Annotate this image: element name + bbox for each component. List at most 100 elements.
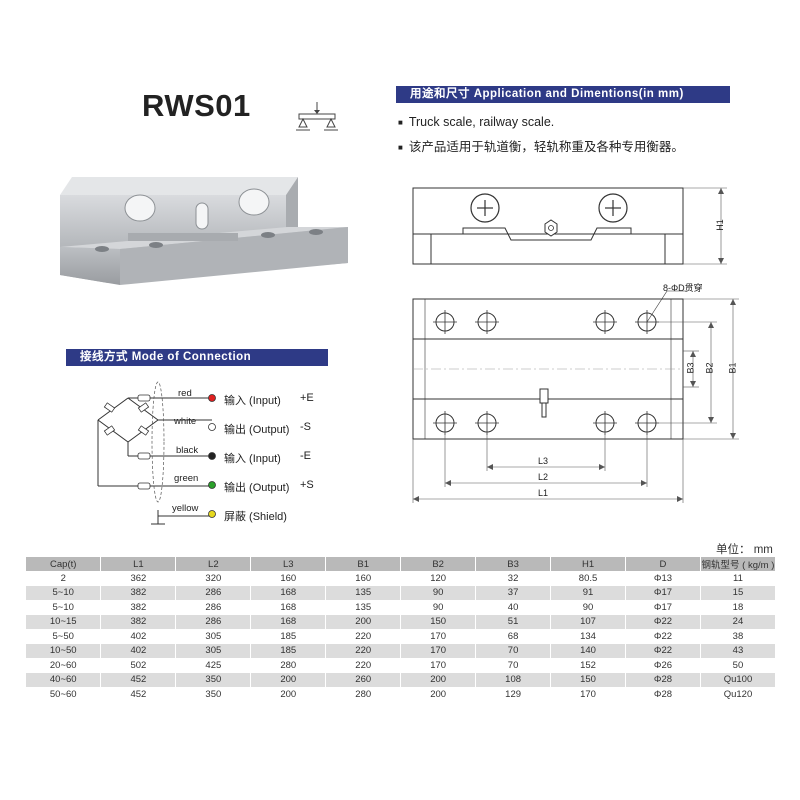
- connection-label-4: 输出 (Output): [224, 482, 290, 494]
- table-cell: 5~10: [26, 600, 102, 615]
- table-cell: 305: [175, 643, 252, 658]
- hole-note-label: 8-ΦD贯穿: [663, 283, 703, 293]
- table-cell: 38: [700, 629, 777, 644]
- table-cell: 134: [550, 629, 626, 644]
- table-cell: 170: [400, 643, 477, 658]
- table-cell: 220: [325, 629, 402, 644]
- table-cell: 5~50: [26, 629, 102, 644]
- table-cell: 200: [250, 672, 327, 687]
- table-cell: 185: [250, 629, 327, 644]
- header-rail: 钢轨型号 ( kg/m ): [700, 557, 777, 571]
- table-cell: Qu100: [700, 672, 777, 687]
- table-cell: Φ28: [625, 687, 701, 702]
- table-cell: 425: [175, 658, 252, 673]
- table-cell: 286: [175, 614, 252, 629]
- header-l3: L3: [250, 557, 327, 571]
- table-cell: 15: [700, 585, 777, 600]
- table-cell: 43: [700, 643, 777, 658]
- table-cell: 10~15: [26, 614, 102, 629]
- table-cell: 107: [550, 614, 626, 629]
- table-cell: 120: [400, 571, 477, 586]
- wiring-diagram: [97, 381, 212, 525]
- table-cell: 37: [475, 585, 552, 600]
- table-cell: 260: [325, 672, 402, 687]
- connection-banner: 接线方式 Mode of Connection: [66, 349, 328, 366]
- b1-label: B1: [727, 362, 738, 374]
- terminal-black-dot: [208, 452, 216, 460]
- table-cell: 150: [550, 672, 626, 687]
- table-cell: 90: [550, 600, 626, 615]
- terminal-dots: [208, 394, 216, 518]
- application-bullet-1: Truck scale, railway scale.: [398, 115, 554, 129]
- terminal-red-dot: [208, 394, 216, 402]
- table-cell: 40: [475, 600, 552, 615]
- table-cell: 168: [250, 614, 327, 629]
- application-banner: 用途和尺寸 Application and Dimentions(in mm): [396, 86, 730, 103]
- table-cell: 350: [175, 672, 252, 687]
- l1-label: L1: [538, 488, 549, 498]
- connection-label-2: 输出 (Output): [224, 424, 290, 436]
- table-cell: 502: [100, 658, 177, 673]
- table-cell: 286: [175, 600, 252, 615]
- model-title: RWS01: [142, 88, 251, 123]
- connection-sign-1: +E: [300, 392, 314, 404]
- l3-label: L3: [538, 456, 549, 466]
- wire-color-yellow: yellow: [172, 503, 199, 514]
- b2-label: B2: [704, 362, 715, 374]
- table-cell: 2: [26, 571, 102, 586]
- table-cell: 185: [250, 643, 327, 658]
- terminal-white-dot: [208, 423, 216, 431]
- spec-table: Cap(t) L1 L2 L3 B1 B2 B3 H1 D 钢轨型号 ( kg/…: [26, 557, 777, 702]
- table-cell: 305: [175, 629, 252, 644]
- table-cell: 160: [325, 571, 402, 586]
- table-cell: 18: [700, 600, 777, 615]
- table-cell: Φ26: [625, 658, 701, 673]
- table-cell: 135: [325, 600, 402, 615]
- table-cell: 108: [475, 672, 552, 687]
- table-cell: 90: [400, 585, 477, 600]
- header-cap: Cap(t): [26, 557, 102, 571]
- l2-label: L2: [538, 472, 549, 482]
- table-cell: 40~60: [26, 672, 102, 687]
- table-cell: 170: [550, 687, 626, 702]
- table-cell: Φ22: [625, 614, 701, 629]
- table-cell: 68: [475, 629, 552, 644]
- connection-label-1: 输入 (Input): [224, 395, 281, 407]
- connection-label-5: 屏蔽 (Shield): [224, 511, 287, 523]
- table-cell: 11: [700, 571, 777, 586]
- table-cell: 10~50: [26, 643, 102, 658]
- wire-color-white: white: [174, 416, 197, 427]
- table-cell: 170: [400, 658, 477, 673]
- header-b3: B3: [475, 557, 552, 571]
- top-view-drawing: [412, 290, 739, 503]
- table-cell: 280: [250, 658, 327, 673]
- table-cell: 135: [325, 585, 402, 600]
- wire-color-black: black: [176, 445, 199, 456]
- table-cell: 20~60: [26, 658, 102, 673]
- table-cell: 129: [475, 687, 552, 702]
- table-cell: Φ22: [625, 629, 701, 644]
- product-photo: [60, 177, 348, 285]
- table-cell: 70: [475, 658, 552, 673]
- table-cell: 200: [250, 687, 327, 702]
- table-cell: 200: [400, 687, 477, 702]
- table-cell: Φ17: [625, 600, 701, 615]
- table-cell: 402: [100, 643, 177, 658]
- header-l1: L1: [100, 557, 177, 571]
- side-view-drawing: [412, 187, 727, 265]
- table-cell: Φ17: [625, 585, 701, 600]
- header-h1: H1: [550, 557, 626, 571]
- table-cell: 200: [400, 672, 477, 687]
- wire-color-red: red: [178, 388, 192, 399]
- connection-sign-3: -E: [300, 450, 311, 462]
- table-cell: 382: [100, 600, 177, 615]
- table-cell: 140: [550, 643, 626, 658]
- table-cell: 168: [250, 585, 327, 600]
